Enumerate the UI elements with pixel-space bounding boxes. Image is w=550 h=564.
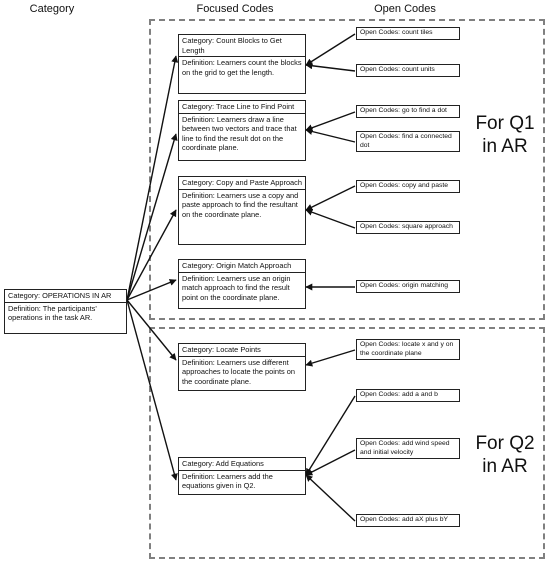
region-q2 xyxy=(149,327,545,559)
link-category-to-locate-points xyxy=(126,299,177,361)
link-category-to-add-equations xyxy=(126,299,178,481)
open-code-add-a-and-b: Open Codes: add a and b xyxy=(356,389,460,402)
link-count-units xyxy=(305,62,356,72)
focused-code-definition: Definition: Learners use an origin match… xyxy=(182,273,291,302)
focused-code-definition: Definition: Learners add the equations g… xyxy=(182,471,273,491)
focused-code-title: Category: Count Blocks to Get Length xyxy=(179,35,305,58)
link-category-to-origin-match xyxy=(126,279,177,301)
focused-code-title: Category: Trace Line to Find Point xyxy=(179,101,305,114)
link-copy-and-paste xyxy=(305,185,356,211)
open-code-locate-x-and-y: Open Codes: locate x and y on the coordi… xyxy=(356,339,460,360)
open-code-add-ax-plus-by: Open Codes: add aX plus bY xyxy=(356,514,460,527)
open-code-add-wind-speed: Open Codes: add wind speed and initial v… xyxy=(356,438,460,459)
link-locate-x-and-y xyxy=(305,349,356,367)
open-code-count-units: Open Codes: count units xyxy=(356,64,460,77)
open-code-go-to-find-a-dot: Open Codes: go to find a dot xyxy=(356,105,460,118)
focused-code-title: Category: Add Equations xyxy=(179,458,305,471)
header-open-codes: Open Codes xyxy=(374,3,436,15)
focused-code-copy-paste: Category: Copy and Paste Approach Defini… xyxy=(178,176,306,245)
region-q1 xyxy=(149,19,545,320)
link-category-to-trace-line xyxy=(126,133,178,301)
focused-code-count-blocks: Category: Count Blocks to Get Length Def… xyxy=(178,34,306,94)
link-add-ax-plus-by xyxy=(305,474,356,522)
link-go-to-find-a-dot xyxy=(305,111,356,132)
focused-code-title: Category: Locate Points xyxy=(179,344,305,357)
link-count-tiles xyxy=(305,33,356,66)
focused-code-definition: Definition: Learners use a copy and past… xyxy=(182,190,299,219)
category-title: Category: OPERATIONS IN AR xyxy=(5,290,126,303)
open-code-square-approach: Open Codes: square approach xyxy=(356,221,460,234)
category-definition: Definition: The participants' operations… xyxy=(8,303,97,323)
header-focused-codes: Focused Codes xyxy=(196,3,274,15)
focused-code-origin-match: Category: Origin Match Approach Definiti… xyxy=(178,259,306,309)
focused-code-trace-line: Category: Trace Line to Find Point Defin… xyxy=(178,100,306,161)
focused-code-title: Category: Origin Match Approach xyxy=(179,260,305,273)
focused-code-title: Category: Copy and Paste Approach xyxy=(179,177,305,190)
link-category-to-copy-paste xyxy=(126,209,177,301)
link-category-to-count-blocks xyxy=(126,55,179,301)
open-code-count-tiles: Open Codes: count tiles xyxy=(356,27,460,40)
region-q2-label: For Q2 in AR xyxy=(475,433,535,477)
region-q1-label: For Q1 in AR xyxy=(475,113,535,157)
link-add-wind-speed xyxy=(305,449,356,476)
focused-code-definition: Definition: Learners use different appro… xyxy=(182,357,295,386)
open-code-find-a-connected-dot: Open Codes: find a connected dot xyxy=(356,131,460,152)
header-category: Category xyxy=(29,3,75,15)
focused-code-locate-points: Category: Locate Points Definition: Lear… xyxy=(178,343,306,391)
focused-code-add-equations: Category: Add Equations Definition: Lear… xyxy=(178,457,306,495)
link-find-a-connected-dot xyxy=(305,128,356,143)
category-box: Category: OPERATIONS IN AR Definition: T… xyxy=(4,289,127,334)
link-square-approach xyxy=(305,208,356,229)
focused-code-definition: Definition: Learners count the blocks on… xyxy=(182,58,302,77)
open-code-origin-matching: Open Codes: origin matching xyxy=(356,280,460,293)
link-add-a-and-b xyxy=(305,395,356,476)
open-code-copy-and-paste: Open Codes: copy and paste xyxy=(356,180,460,193)
focused-code-definition: Definition: Learners draw a line between… xyxy=(182,114,297,153)
